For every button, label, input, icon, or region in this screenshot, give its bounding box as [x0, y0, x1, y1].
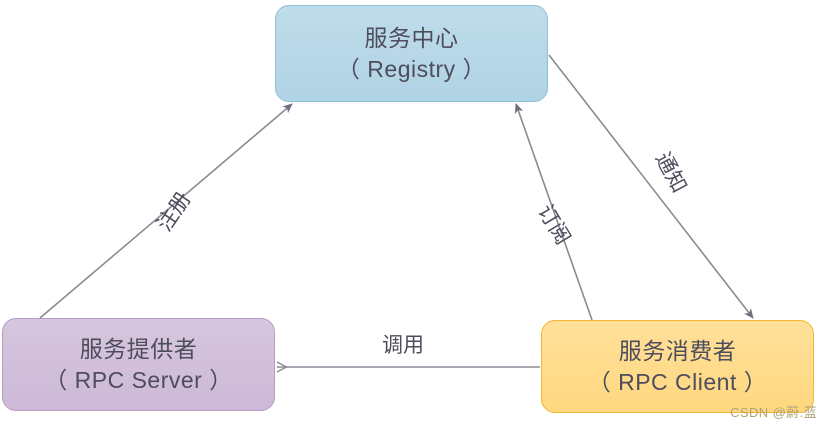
node-provider-label-en: （ RPC Server ） — [44, 366, 233, 393]
edge-label-invoke: 调用 — [382, 334, 424, 357]
edge-line-notify — [548, 54, 754, 319]
node-consumer[interactable]: 服务消费者 （ RPC Client ） — [541, 320, 814, 413]
node-registry[interactable]: 服务中心 （ Registry ） — [275, 5, 548, 102]
edge-line-subscribe — [514, 103, 593, 321]
node-consumer-label-cn: 服务消费者 — [618, 338, 737, 365]
node-consumer-label-en: （ RPC Client ） — [587, 368, 768, 395]
node-registry-label-cn: 服务中心 — [364, 25, 459, 52]
watermark: CSDN @蔚.蓝 — [730, 405, 817, 420]
node-provider[interactable]: 服务提供者 （ RPC Server ） — [2, 318, 275, 411]
node-registry-label-en: （ Registry ） — [336, 55, 487, 82]
edge-line-register — [39, 103, 293, 319]
node-provider-label-cn: 服务提供者 — [79, 336, 198, 363]
